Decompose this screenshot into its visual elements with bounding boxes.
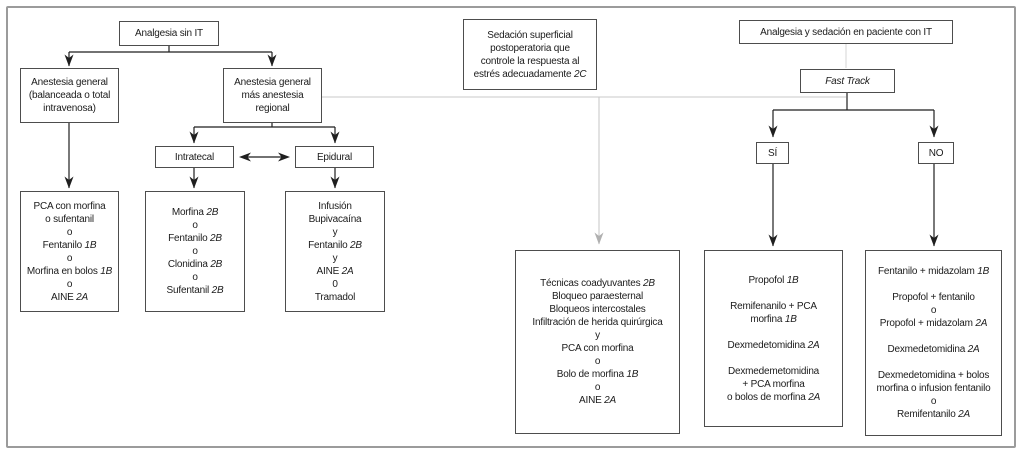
- gray-connector-regional-to-fasttrack: [322, 44, 847, 245]
- arrow-fasttrack-split: [768, 93, 939, 138]
- box-label: NO: [928, 147, 944, 159]
- box-label: Analgesia sin IT: [135, 28, 203, 39]
- arrow-analgesia-sin-it-split: [64, 46, 277, 67]
- box-si: SÍ: [756, 142, 789, 164]
- box-label: Analgesia y sedación en paciente con IT: [760, 26, 932, 38]
- box-fasttrack-no-farmacos: Fentanilo + midazolam 1B Propofol + fent…: [865, 250, 1002, 436]
- box-fast-track: Fast Track: [800, 69, 895, 93]
- box-no: NO: [918, 142, 954, 164]
- box-intratecal: Intratecal: [155, 146, 234, 168]
- outer-frame: [6, 6, 1016, 448]
- arrow-intratecal-epidural-bidirectional: [239, 152, 290, 162]
- arrow-regional-split: [189, 123, 340, 144]
- box-label: Fast Track: [825, 75, 870, 87]
- box-analgesia-sin-it: Analgesia sin IT: [119, 21, 219, 46]
- box-label: SÍ: [767, 147, 778, 159]
- box-analgesia-sedacion-con-it: Analgesia y sedación en paciente con IT: [739, 20, 953, 44]
- box-label: Epidural: [316, 151, 353, 163]
- box-epidural: Epidural: [295, 146, 374, 168]
- box-label: Intratecal: [174, 151, 215, 163]
